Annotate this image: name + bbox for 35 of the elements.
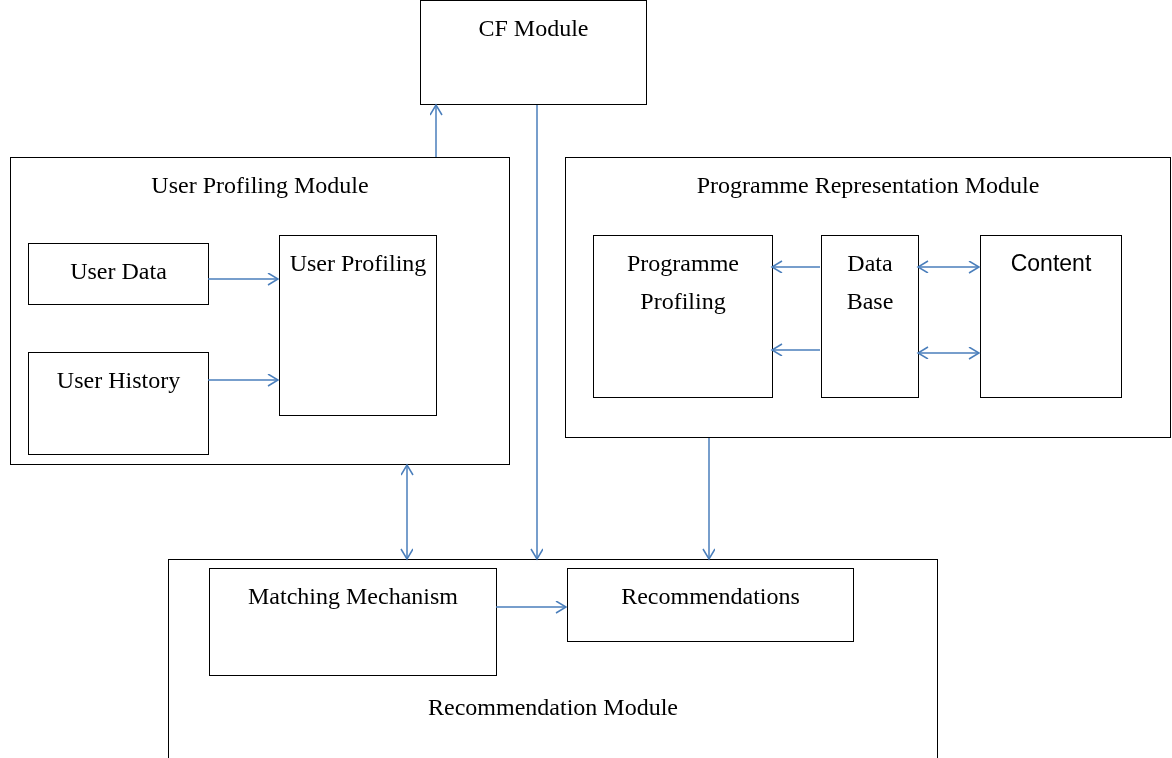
node-label: Recommendations	[620, 582, 801, 611]
arrow	[207, 373, 279, 387]
process-box	[821, 235, 919, 398]
arrow	[702, 437, 716, 560]
arrow	[917, 260, 980, 274]
arrow	[530, 104, 544, 560]
process-box	[567, 568, 854, 642]
node-label: Programme Profiling	[626, 249, 740, 316]
node-label: User Profiling	[288, 249, 428, 278]
module-box	[565, 157, 1171, 438]
node-label: Matching Mechanism	[247, 582, 459, 611]
module-box	[168, 559, 938, 758]
node-label: CF Module	[477, 14, 590, 43]
arrow	[400, 464, 414, 560]
arrow	[429, 104, 443, 158]
process-box	[980, 235, 1122, 398]
node-label: User History	[55, 366, 182, 395]
process-box	[28, 243, 209, 305]
process-box	[28, 352, 209, 455]
arrow	[207, 272, 279, 286]
arrow	[917, 346, 980, 360]
process-box	[209, 568, 497, 676]
arrow	[771, 343, 821, 357]
module-box	[420, 0, 647, 105]
node-label: Data Base	[845, 249, 895, 316]
node-label: Recommendation Module	[427, 693, 679, 722]
node-label: Programme Representation Module	[695, 171, 1041, 200]
process-box	[279, 235, 437, 416]
module-box	[10, 157, 510, 465]
arrow	[495, 600, 567, 614]
node-label: Content	[1009, 249, 1093, 278]
process-box	[593, 235, 773, 398]
arrow	[771, 260, 821, 274]
node-label: User Profiling Module	[150, 171, 370, 200]
node-label: User Data	[69, 257, 168, 286]
